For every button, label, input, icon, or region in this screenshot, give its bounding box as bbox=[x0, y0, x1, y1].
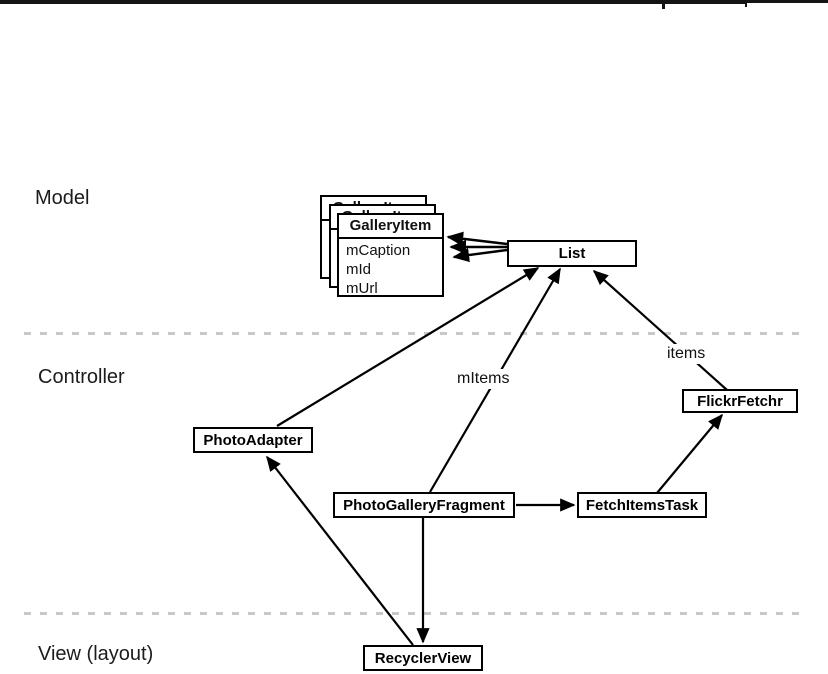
top-rule-thin bbox=[746, 0, 828, 3]
photo-gallery-fragment-box: PhotoGalleryFragment bbox=[333, 492, 515, 518]
flickr-fetchr-box: FlickrFetchr bbox=[682, 389, 798, 413]
recycler-view-box: RecyclerView bbox=[363, 645, 483, 671]
flickrfetchr-to-list-arrow bbox=[592, 269, 728, 391]
items-edge-label: items bbox=[663, 344, 710, 364]
fetch-items-task-box: FetchItemsTask bbox=[577, 492, 707, 518]
controller-section-label: Controller bbox=[38, 366, 125, 388]
model-controller-divider bbox=[24, 332, 806, 335]
gallery-item-title: GalleryItem bbox=[339, 215, 442, 239]
photo-adapter-box: PhotoAdapter bbox=[193, 427, 313, 453]
view-section-label: View (layout) bbox=[38, 643, 154, 665]
controller-view-divider bbox=[24, 612, 806, 615]
recyclerview-to-photoadapter-arrow bbox=[266, 455, 414, 646]
model-section-label: Model bbox=[35, 187, 90, 209]
top-rule-tick bbox=[745, 0, 747, 7]
list-box: List bbox=[507, 240, 637, 267]
gallery-item-box: GalleryItem mCaption mId mUrl bbox=[337, 213, 444, 297]
top-rule-tick bbox=[662, 0, 665, 9]
fetchtask-to-flickrfetchr-arrow bbox=[656, 413, 723, 494]
field-murl: mUrl bbox=[346, 280, 378, 297]
m-items-edge-label: mItems bbox=[453, 369, 514, 389]
gallery-item-fields: mCaption mId mUrl bbox=[339, 239, 442, 298]
field-mcaption: mCaption bbox=[346, 242, 411, 259]
list-to-galleryitem-arrows bbox=[446, 231, 508, 263]
top-rule bbox=[0, 0, 747, 4]
field-mid: mId bbox=[346, 261, 372, 278]
